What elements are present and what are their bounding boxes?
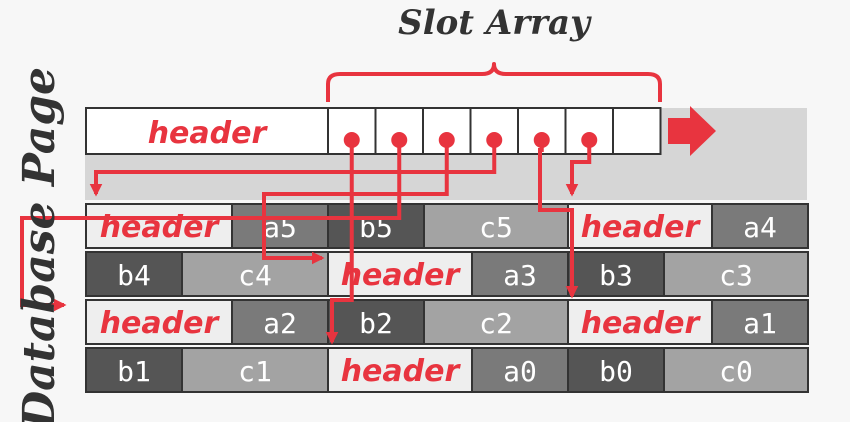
growth-arrow (668, 106, 716, 156)
tuple-attr-cell (327, 299, 425, 345)
slot-pointer-arrow (262, 140, 449, 265)
tuple-attr-cell (231, 203, 329, 249)
tuple-header-cell (327, 347, 473, 393)
tuple-header-cell (567, 299, 713, 345)
tuple-attr-label: a5 (263, 211, 297, 244)
tuple-attr-label: c3 (719, 259, 753, 292)
tuple-header-label: header (581, 306, 702, 341)
tuple-attr-label: a0 (503, 355, 537, 388)
page-header-label: header (148, 116, 269, 151)
slot-pointer-arrow (565, 140, 592, 197)
tuple-attr-cell (471, 251, 569, 297)
tuple-attr-label: c5 (479, 211, 513, 244)
slot-cell (612, 107, 662, 155)
slot-array (327, 107, 662, 155)
database-page-label: Database Page (14, 67, 65, 422)
tuple-attr-label: b5 (359, 211, 393, 244)
tuple-attr-label: b2 (359, 307, 393, 340)
slot-pointer-arrow (538, 140, 579, 299)
slot-pointers (20, 140, 592, 345)
tuple-header-label: header (341, 258, 462, 293)
tuple-header-label: header (581, 210, 702, 245)
tuple-attr-label: a4 (743, 211, 777, 244)
tuple-attr-label: b3 (599, 259, 633, 292)
tuple-attr-label: b4 (117, 259, 151, 292)
tuple-attr-cell (711, 299, 809, 345)
tuple-grid: header a5 b5 c5 header a4 b4 c4 header a3 b3 c3 head… (85, 203, 809, 393)
page-header-box (85, 107, 329, 155)
tuple-header-cell (85, 299, 233, 345)
tuple-attr-label: a3 (503, 259, 537, 292)
tuple-attr-cell (423, 299, 569, 345)
tuple-attr-cell (663, 251, 809, 297)
tuple-attr-label: c1 (238, 355, 272, 388)
tuple-attr-label: a2 (263, 307, 297, 340)
tuple-attr-cell (85, 347, 183, 393)
tuple-header-label: header (341, 354, 462, 389)
tuple-attr-cell (567, 347, 665, 393)
slot-array-brace (326, 62, 662, 102)
tuple-attr-cell (327, 203, 425, 249)
tuple-attr-label: c2 (479, 307, 513, 340)
tuple-attr-label: a1 (743, 307, 777, 340)
tuple-attr-cell (711, 203, 809, 249)
tuple-attr-cell (663, 347, 809, 393)
tuple-header-label: header (100, 210, 221, 245)
tuple-attr-cell (85, 251, 183, 297)
tuple-header-cell (567, 203, 713, 249)
tuple-attr-label: b1 (117, 355, 151, 388)
slot-pointer-arrow (89, 140, 497, 197)
tuple-attr-label: c4 (238, 259, 272, 292)
tuple-header-label: header (100, 306, 221, 341)
tuple-attr-label: c0 (719, 355, 753, 388)
slot-array-title: Slot Array (398, 3, 592, 43)
tuple-attr-label: b0 (599, 355, 633, 388)
